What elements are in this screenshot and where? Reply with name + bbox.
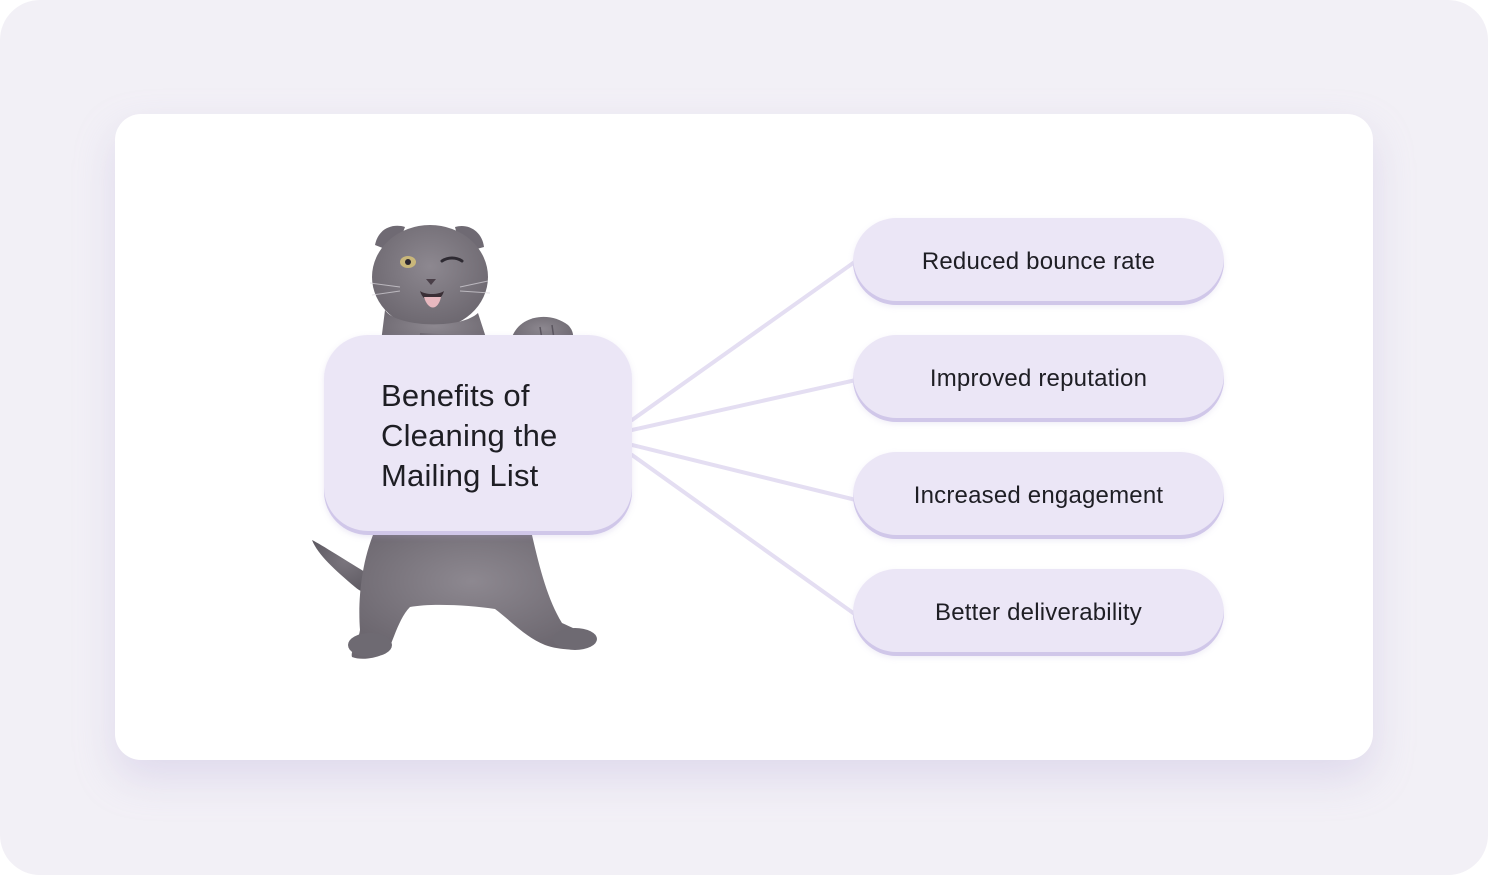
cat-left-hind-paw <box>348 633 392 657</box>
benefit-node-reduced-bounce-rate: Reduced bounce rate <box>853 218 1224 305</box>
benefit-node-improved-reputation: Improved reputation <box>853 335 1224 422</box>
benefit-node-better-deliverability: Better deliverability <box>853 569 1224 656</box>
cat-lower-body <box>351 530 592 659</box>
benefit-label: Reduced bounce rate <box>921 247 1156 275</box>
benefit-label: Increased engagement <box>913 481 1164 509</box>
cat-tail <box>312 540 378 594</box>
central-topic-line-2: Cleaning the <box>381 418 558 453</box>
connector-3 <box>630 443 858 502</box>
cat-head <box>372 225 488 329</box>
benefit-label: Improved reputation <box>929 364 1148 392</box>
cat-tongue <box>424 297 441 308</box>
central-topic-line-1: Benefits of <box>381 378 530 413</box>
cat-winking-eye <box>440 256 464 263</box>
central-topic-node: Benefits of Cleaning the Mailing List <box>324 335 632 535</box>
cat-illustration <box>312 225 597 659</box>
connector-1 <box>630 259 858 422</box>
cat-nose <box>426 279 436 285</box>
cat-right-hind-paw <box>553 628 597 650</box>
central-topic-line-3: Mailing List <box>381 458 539 493</box>
connector-4 <box>630 453 858 617</box>
benefit-label: Better deliverability <box>935 598 1142 626</box>
connector-2 <box>630 378 858 432</box>
benefit-node-increased-engagement: Increased engagement <box>853 452 1224 539</box>
